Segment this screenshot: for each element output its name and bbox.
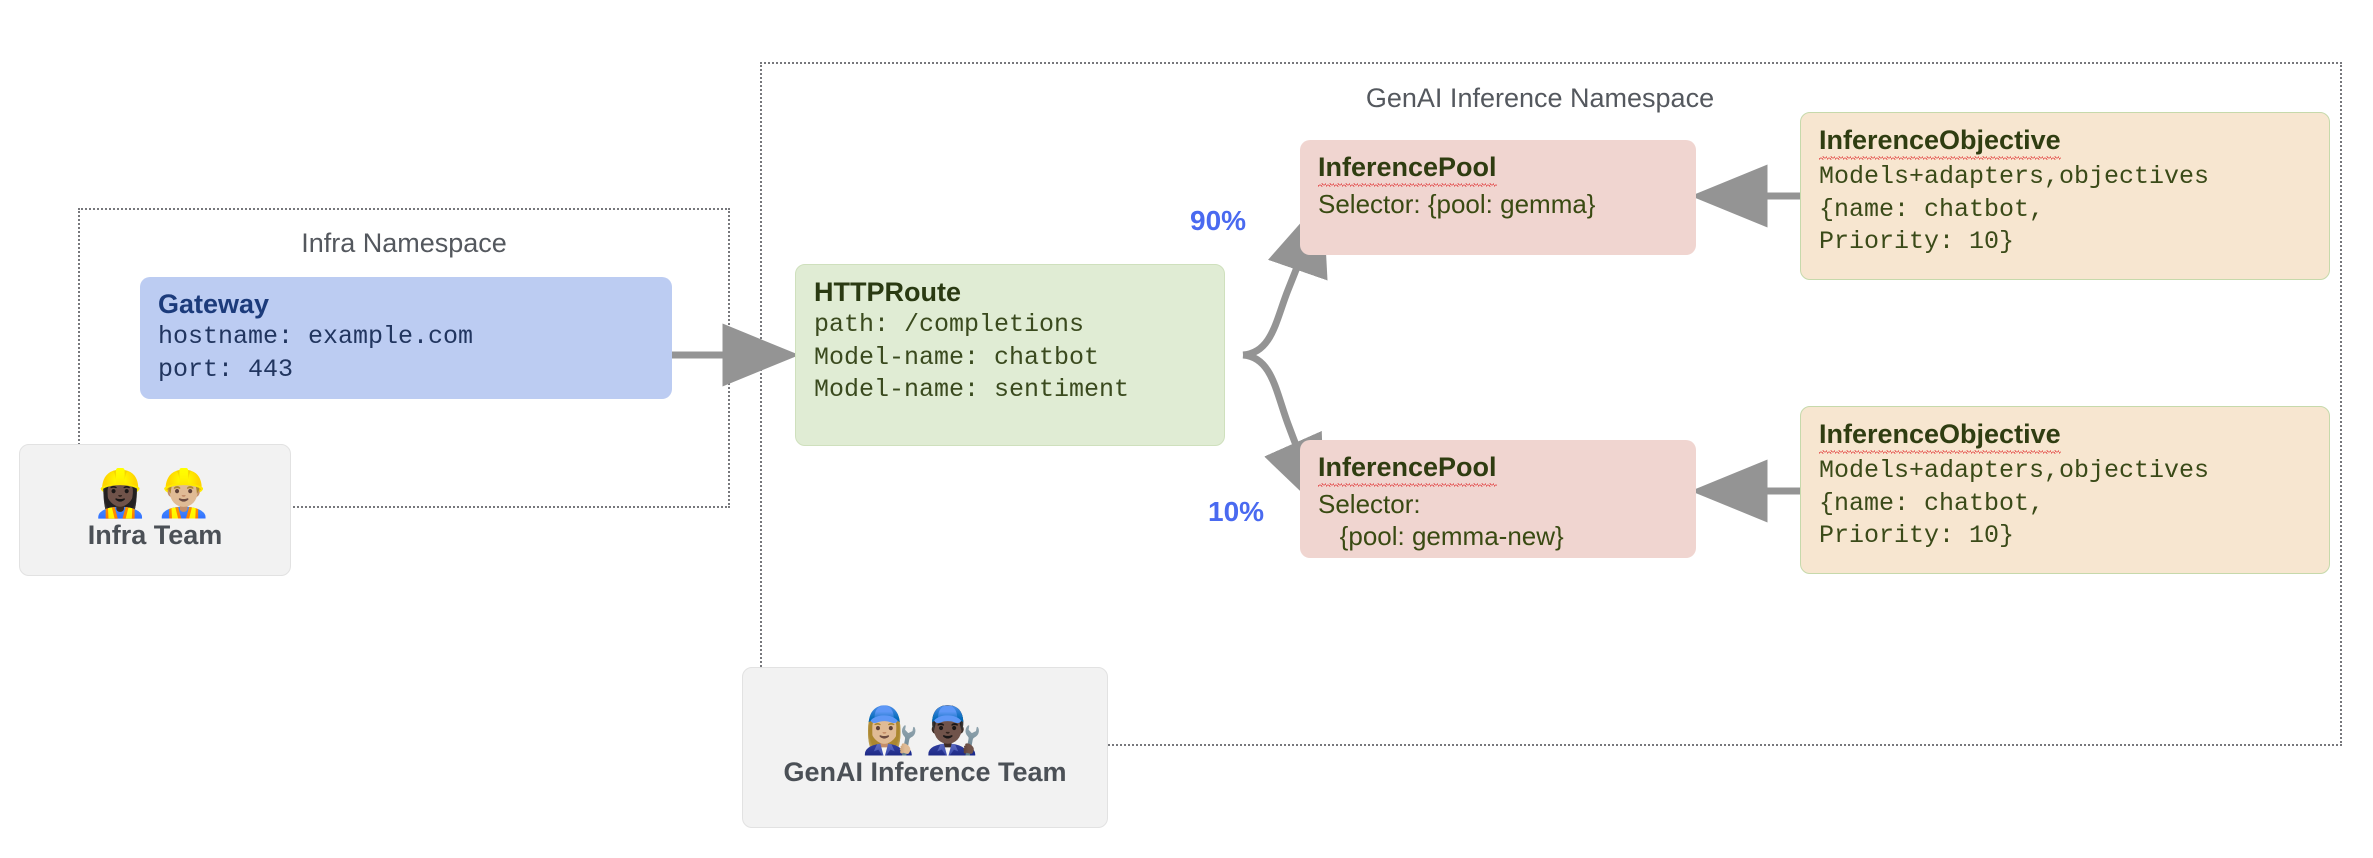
inferenceobjective-top-models: Models+adapters,objectives [1819, 162, 2210, 192]
genai-team-label: GenAI Inference Team [783, 757, 1067, 787]
namespace-genai-title: GenAI Inference Namespace [1365, 83, 1715, 113]
inferenceobjective-top-card[interactable]: InferenceObjective Models+adapters,objec… [1800, 112, 2330, 280]
infra-team-card[interactable]: 👷🏿‍♀️👷🏼‍♂️ Infra Team [19, 444, 291, 576]
inferenceobjective-bottom-models: Models+adapters,objectives [1819, 456, 2210, 486]
inferenceobjective-top-name: {name: chatbot, [1819, 194, 2045, 224]
inferencepool-gemma-new-selector-value: {pool: gemma-new} [1318, 521, 1564, 552]
gateway-hostname: hostname: example.com [158, 322, 474, 352]
httproute-title: HTTPRoute [814, 277, 961, 307]
inferencepool-gemma-selector: Selector: {pool: gemma} [1318, 189, 1596, 220]
inferenceobjective-top-title: InferenceObjective [1819, 125, 2061, 161]
httproute-model-name-sentiment: Model-name: sentiment [814, 375, 1130, 405]
httproute-model-name-chatbot: Model-name: chatbot [814, 342, 1100, 372]
inferenceobjective-bottom-priority: Priority: 10} [1819, 521, 2015, 551]
gateway-card[interactable]: Gateway hostname: example.com port: 443 [140, 277, 672, 399]
inferencepool-gemma-title: InferencePool [1318, 152, 1497, 188]
weight-label-10: 10% [1208, 496, 1265, 527]
genai-team-avatar: 👩🏼‍🔧👨🏿‍🔧 [861, 703, 989, 757]
namespace-genai [760, 62, 2342, 746]
inferencepool-gemma-new-selector: Selector: [1318, 489, 1421, 520]
gateway-title: Gateway [158, 289, 270, 319]
inferencepool-gemma-card[interactable]: InferencePool Selector: {pool: gemma} [1300, 140, 1696, 255]
inferencepool-gemma-new-title: InferencePool [1318, 452, 1497, 488]
inferencepool-gemma-new-card[interactable]: InferencePool Selector: {pool: gemma-new… [1300, 440, 1696, 558]
inferenceobjective-top-priority: Priority: 10} [1819, 227, 2015, 257]
infra-team-avatar: 👷🏿‍♀️👷🏼‍♂️ [91, 465, 219, 520]
genai-team-card[interactable]: 👩🏼‍🔧👨🏿‍🔧 GenAI Inference Team [742, 667, 1108, 828]
infra-team-label: Infra Team [87, 519, 223, 550]
gateway-port: port: 443 [158, 354, 294, 384]
weight-label-90: 90% [1190, 205, 1247, 236]
inferenceobjective-bottom-card[interactable]: InferenceObjective Models+adapters,objec… [1800, 406, 2330, 574]
httproute-path: path: /completions [814, 310, 1085, 340]
namespace-infra-title: Infra Namespace [301, 228, 507, 258]
httproute-card[interactable]: HTTPRoute path: /completions Model-name:… [795, 264, 1225, 446]
inferenceobjective-bottom-title: InferenceObjective [1819, 419, 2061, 455]
inferenceobjective-bottom-name: {name: chatbot, [1819, 488, 2045, 518]
